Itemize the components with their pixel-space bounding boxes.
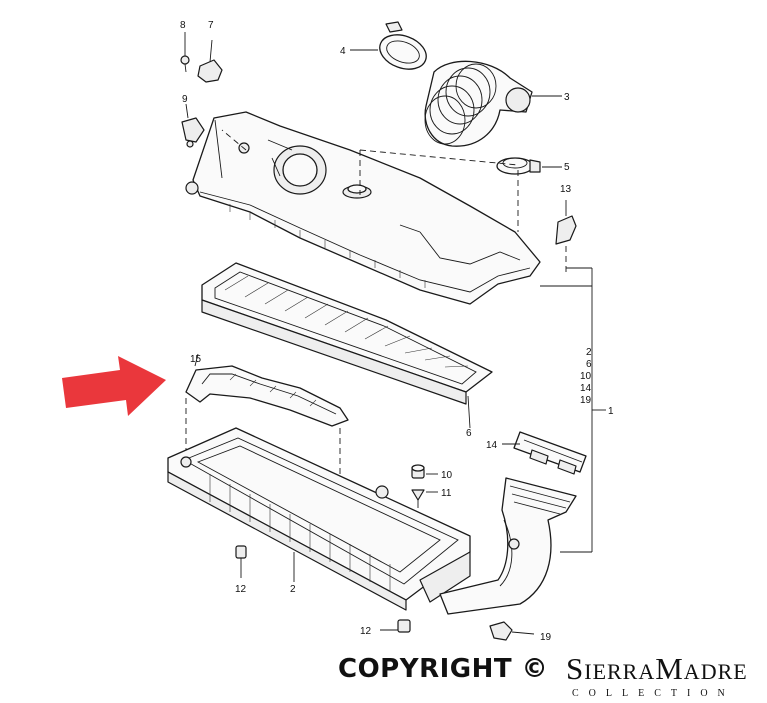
outlet-duct [439,477,577,615]
copyright-notice: COPYRIGHT © [338,654,549,684]
callout-8: 8 [180,20,186,31]
grommet-part [411,464,425,479]
lower-housing [167,427,471,611]
callout-12-upper: 12 [235,584,247,595]
filter-element [201,262,493,405]
callout-13: 13 [560,184,572,195]
duct-flange [513,431,587,475]
callout-stack: 2 6 10 14 19 [580,347,592,406]
callout-11: 11 [441,488,452,499]
callout-5: 5 [564,162,570,173]
push-pin-part [411,489,425,508]
callout-15: 15 [190,354,202,365]
bolt-part-lower [380,619,411,633]
callout-1: 1 [608,406,614,417]
callout-stack-item: 6 [586,359,592,370]
callout-stack-item: 10 [580,371,592,382]
callout-6: 6 [466,428,472,439]
screw-part [180,32,190,73]
hose-clamp-top [379,21,427,70]
sensor-part [197,39,223,83]
callout-4: 4 [340,46,346,57]
callout-3: 3 [564,92,570,103]
callout-stack-item: 19 [580,395,592,406]
callout-stack-item: 2 [586,347,592,358]
upper-housing [185,111,541,305]
callout-19: 19 [540,632,552,643]
callout-10: 10 [441,470,453,481]
bolt-part-upper [235,545,247,578]
callout-stack-item: 14 [580,383,592,394]
clip-part [181,103,205,148]
red-arrow-icon [62,356,166,416]
callout-2: 2 [290,584,296,595]
bracket-part [555,200,577,245]
hose-clamp-lower [496,157,541,175]
bellows-hose [424,60,533,147]
callout-9: 9 [182,94,188,105]
clip-part-19 [489,621,535,641]
brand-logo: SierraMadre [566,651,748,686]
callout-14: 14 [486,440,498,451]
callout-7: 7 [208,20,214,31]
seal-gasket [185,365,349,427]
brand-subtitle: COLLECTION [572,688,735,699]
callout-12-lower: 12 [360,626,372,637]
